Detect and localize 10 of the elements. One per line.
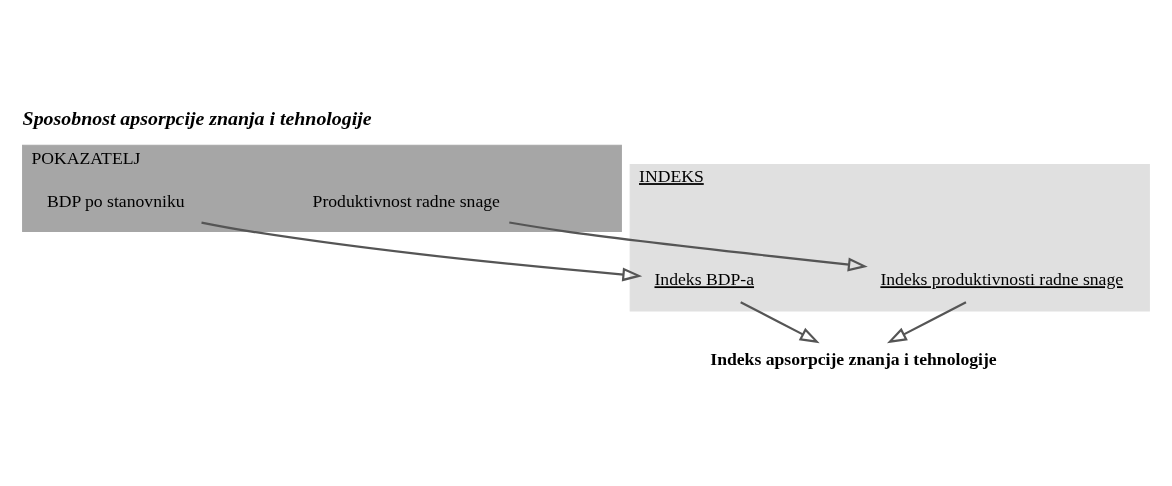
diagram-title: Sposobnost apsorpcije znanja i tehnologije	[22, 106, 372, 129]
node-text: BDP po stanovniku	[46, 190, 185, 211]
node-text: Indeks produktivnosti radne snage	[880, 268, 1124, 289]
node-text: Indeks BDP-a	[654, 268, 755, 289]
arrow	[201, 220, 643, 281]
arrow	[886, 300, 967, 343]
node-text: Produktivnost radne snage	[312, 190, 500, 211]
node-text: Indeks apsorpcije znanja i tehnologije	[710, 348, 997, 369]
arrow	[509, 220, 868, 271]
arrow	[740, 300, 820, 343]
